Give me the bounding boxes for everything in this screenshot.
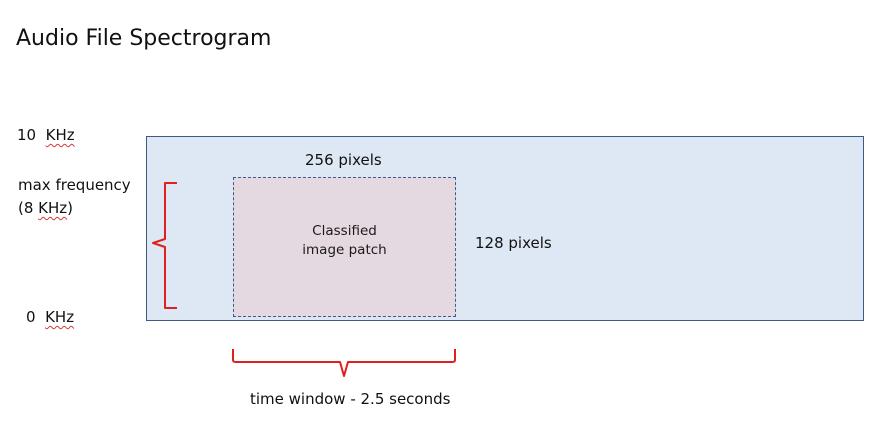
patch-height-label: 128 pixels bbox=[475, 234, 552, 252]
diagram-title: Audio File Spectrogram bbox=[16, 26, 272, 51]
classified-image-patch: Classified image patch bbox=[233, 177, 456, 317]
max-frequency-close: ) bbox=[67, 199, 74, 217]
time-window-bracket bbox=[232, 349, 456, 377]
freq-bottom-label: 0 KHz bbox=[26, 308, 74, 326]
patch-text-line2: image patch bbox=[302, 242, 387, 258]
freq-top-label: 10 KHz bbox=[17, 126, 75, 144]
frequency-bracket bbox=[152, 182, 177, 309]
max-frequency-unit: KHz bbox=[38, 199, 68, 217]
time-window-label: time window - 2.5 seconds bbox=[250, 390, 451, 408]
freq-bottom-unit: KHz bbox=[45, 308, 75, 326]
patch-width-label: 256 pixels bbox=[305, 151, 382, 169]
freq-top-value: 10 bbox=[17, 126, 37, 144]
max-frequency-label-line2: (8 KHz) bbox=[18, 199, 73, 217]
freq-top-unit: KHz bbox=[45, 126, 75, 144]
patch-text-line1: Classified bbox=[312, 223, 377, 239]
freq-bottom-value: 0 bbox=[26, 308, 36, 326]
max-frequency-value: (8 bbox=[18, 199, 39, 217]
max-frequency-label-line1: max frequency bbox=[18, 176, 131, 194]
